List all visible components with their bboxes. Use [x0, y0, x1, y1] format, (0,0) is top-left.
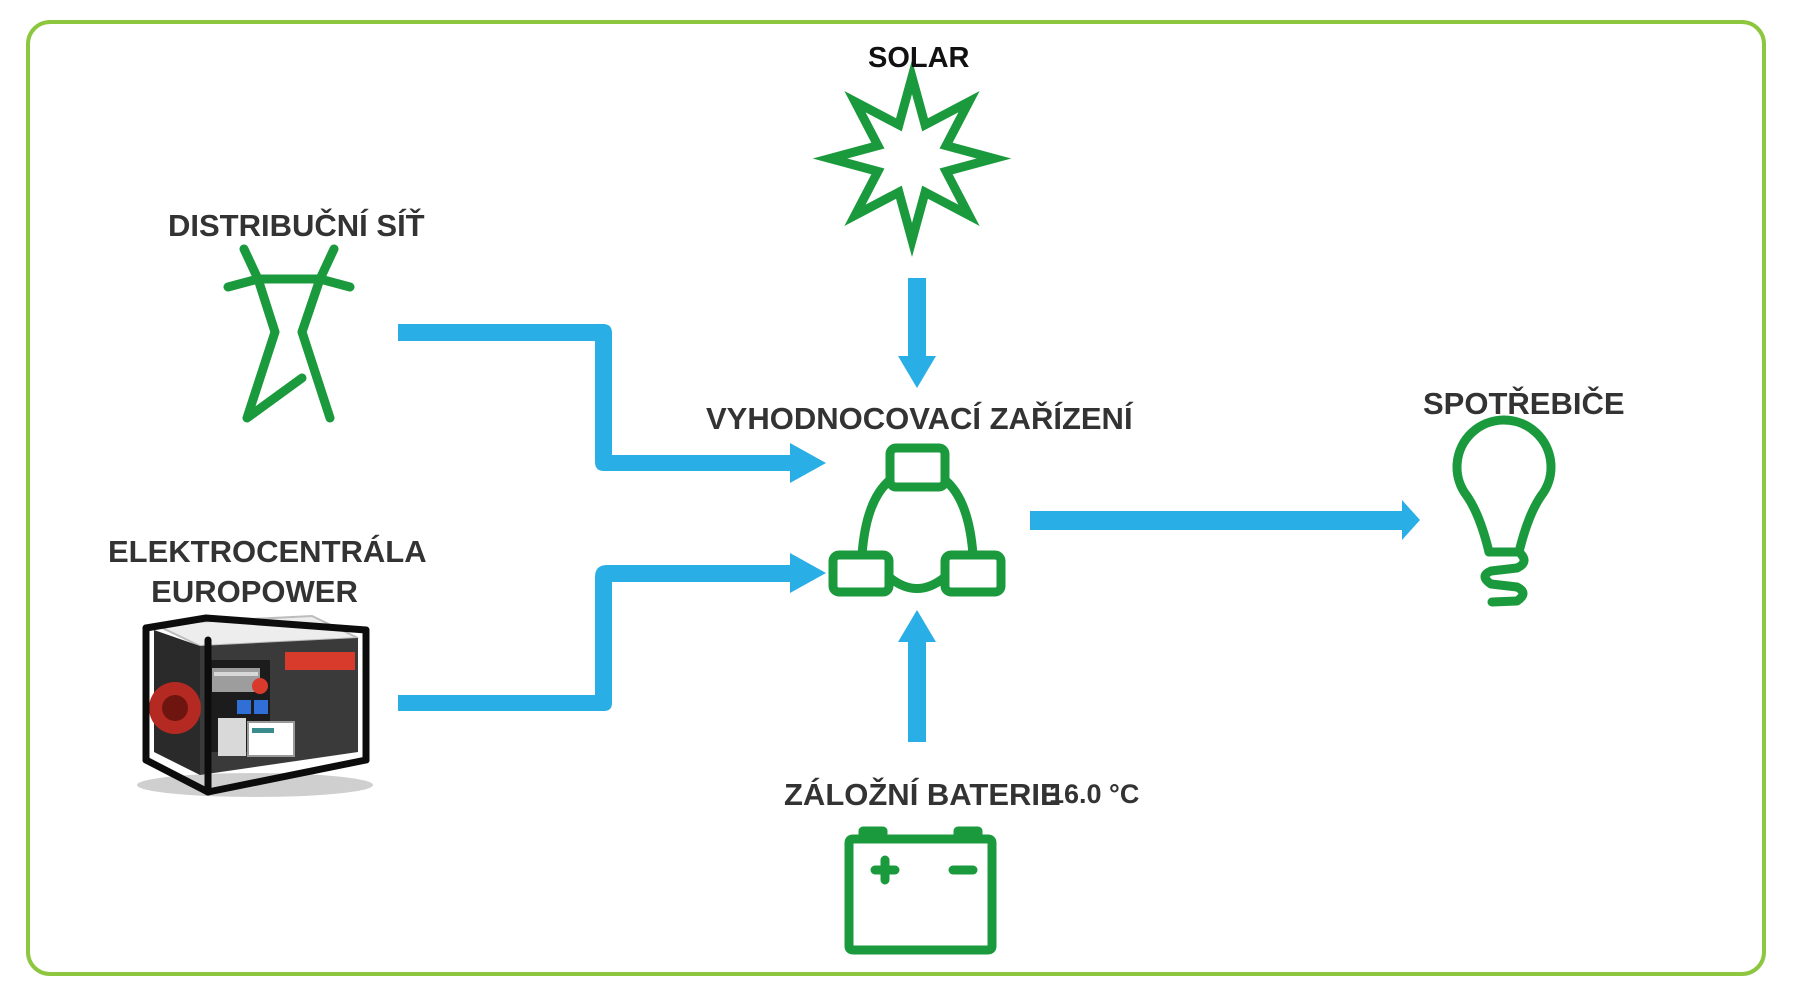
battery-temperature: 16.0 °C	[1049, 779, 1140, 809]
generator-label-line2: EUROPOWER	[151, 574, 358, 609]
generator-label: ELEKTROCENTRÁLA EUROPOWER	[108, 532, 427, 612]
distribution-grid-label: DISTRIBUČNÍ SÍŤ	[168, 208, 425, 243]
evaluator-label: VYHODNOCOVACÍ ZAŘÍZENÍ	[706, 401, 1133, 436]
device-network-icon	[828, 443, 1006, 597]
generator-image	[137, 614, 373, 797]
diagram-frame	[26, 20, 1766, 976]
arrow-generator-to-evaluator	[398, 553, 826, 711]
battery-icon	[844, 826, 997, 955]
power-pylon-icon	[223, 244, 355, 423]
solar-label: SOLAR	[868, 42, 970, 74]
consumers-label: SPOTŘEBIČE	[1423, 386, 1625, 421]
flow-arrows	[398, 278, 1420, 742]
battery-label: ZÁLOŽNÍ BATERIE	[784, 777, 1061, 812]
light-bulb-icon	[1452, 415, 1556, 607]
arrow-battery-to-evaluator	[898, 610, 936, 742]
arrow-grid-to-evaluator	[398, 324, 826, 483]
arrow-solar-to-evaluator	[898, 278, 936, 388]
generator-label-line1: ELEKTROCENTRÁLA	[108, 534, 427, 569]
sun-icon	[812, 59, 1012, 258]
arrow-evaluator-to-consumers	[1030, 500, 1420, 540]
